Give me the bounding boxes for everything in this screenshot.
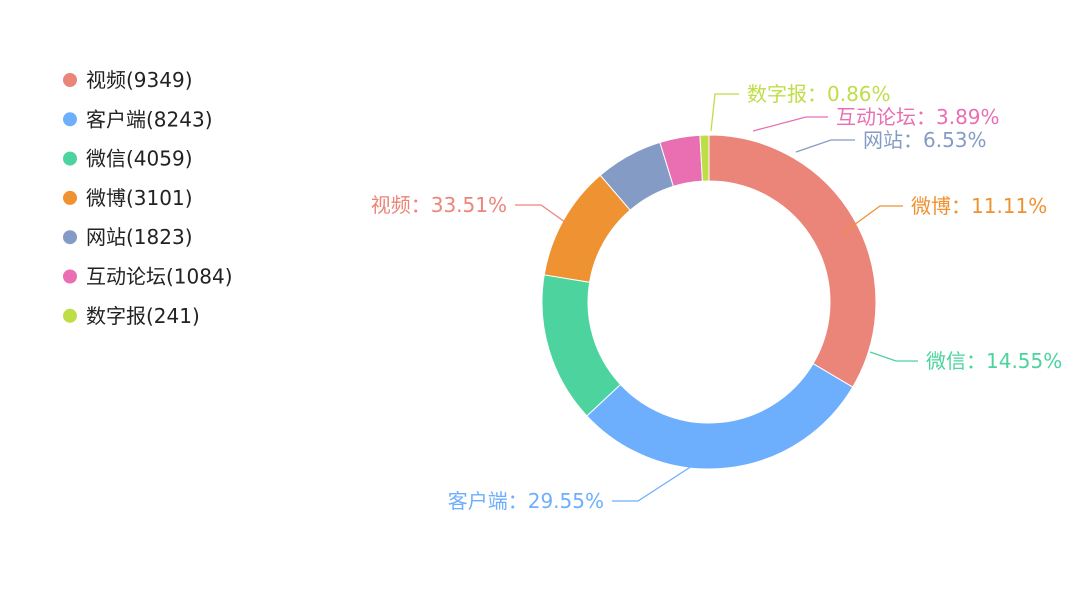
legend-item[interactable]: 客户端(8243) <box>63 107 213 131</box>
donut-slice-slice-1[interactable] <box>708 134 877 388</box>
legend-label: 网站(1823) <box>86 225 193 249</box>
callout-label: 微博：11.11% <box>911 194 1047 218</box>
legend-marker <box>63 151 77 166</box>
callout-leader-line <box>515 204 566 223</box>
legend-item[interactable]: 视频(9349) <box>63 68 193 92</box>
legend-marker <box>63 190 77 205</box>
legend-marker <box>63 269 77 284</box>
donut-slices <box>541 134 877 470</box>
callout-label: 视频：33.51% <box>371 193 507 217</box>
donut-slice-slice-3[interactable] <box>541 274 622 417</box>
callout-leader-line <box>842 205 903 234</box>
legend-item[interactable]: 微博(3101) <box>63 186 193 210</box>
legend-marker <box>63 230 77 245</box>
callout-leader-line <box>869 351 918 362</box>
legend-marker <box>63 73 77 87</box>
legend-item[interactable]: 数字报(241) <box>63 304 200 328</box>
donut-slice-slice-7[interactable] <box>699 134 710 182</box>
legend-label: 视频(9349) <box>86 68 193 92</box>
callout-label: 互动论坛：3.89% <box>836 105 1000 129</box>
legend-marker <box>63 112 77 127</box>
legend-label: 互动论坛(1084) <box>86 265 233 289</box>
legend-item[interactable]: 网站(1823) <box>63 225 193 249</box>
callout-leader-line <box>752 116 828 132</box>
legend-item[interactable]: 互动论坛(1084) <box>63 265 233 289</box>
callout-leader-line <box>612 465 693 502</box>
legend-label: 客户端(8243) <box>86 107 213 131</box>
legend-item[interactable]: 微信(4059) <box>63 147 193 171</box>
legend-label: 微信(4059) <box>86 147 193 171</box>
callout-label: 网站：6.53% <box>863 128 987 152</box>
donut-slice-slice-2[interactable] <box>586 362 854 470</box>
legend: 视频(9349) 客户端(8243) 微信(4059) 微博(3101) 网站(1823… <box>63 68 233 328</box>
callout-label: 客户端：29.55% <box>448 489 604 513</box>
callout-label: 微信：14.55% <box>926 349 1062 373</box>
callout-labels: 视频：33.51% 客户端：29.55% 微信：14.55% 微博：11.11% 网站：… <box>371 82 1063 513</box>
callout-leader-line <box>795 139 855 153</box>
legend-label: 数字报(241) <box>86 304 200 328</box>
legend-marker <box>63 308 77 323</box>
callout-label: 数字报：0.86% <box>747 82 891 106</box>
legend-label: 微博(3101) <box>86 186 193 210</box>
callout-leader-line <box>710 93 739 132</box>
